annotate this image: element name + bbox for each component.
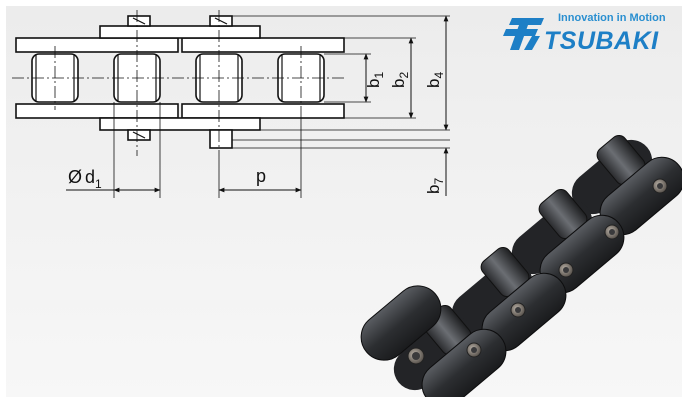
roller-chain-photo-icon <box>360 134 682 397</box>
chain-top-view <box>15 15 345 149</box>
dimension-arrows <box>66 15 449 196</box>
label-b7: b7 <box>424 178 446 194</box>
chain-technical-drawing: b1 b2 b4 b7 Ød1 p Innovation in Motion T… <box>12 10 682 397</box>
tsubaki-mark-icon <box>503 18 544 50</box>
brand-tagline: Innovation in Motion <box>558 12 666 24</box>
label-b1: b1 <box>364 72 386 88</box>
label-b2: b2 <box>389 72 411 88</box>
brand-name: TSUBAKI <box>544 27 659 55</box>
label-pitch: p <box>256 166 266 186</box>
dimension-extension-lines <box>113 15 450 198</box>
centre-lines <box>12 10 346 156</box>
tsubaki-logo: Innovation in Motion TSUBAKI <box>503 12 666 55</box>
label-b4: b4 <box>424 72 446 88</box>
